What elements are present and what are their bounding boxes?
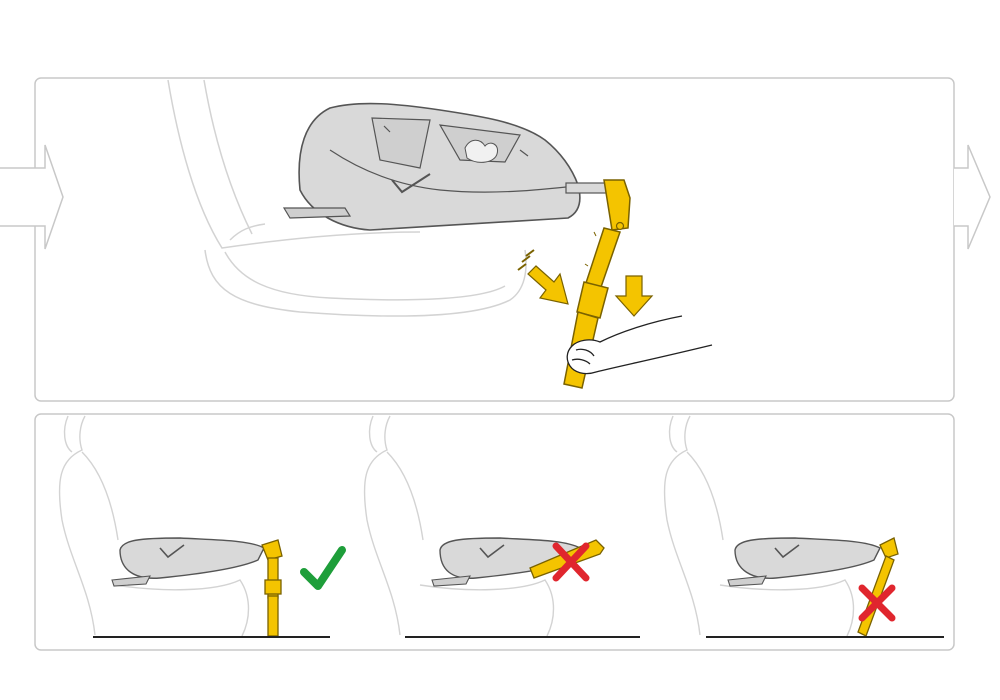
leg-pivot xyxy=(617,223,624,230)
flow-arrow-in-icon xyxy=(0,145,63,249)
check-mark-icon xyxy=(304,550,342,586)
outcome-incorrect-leg-angled xyxy=(664,416,944,637)
isofix-base xyxy=(284,104,610,230)
isofix-base xyxy=(120,538,264,578)
outcomes-panel-frame xyxy=(35,414,954,650)
isofix-base xyxy=(735,538,880,578)
step-panel-main xyxy=(0,78,990,401)
support-leg xyxy=(262,540,282,636)
flow-arrow-out-icon xyxy=(954,145,990,249)
isofix-connector xyxy=(284,208,350,218)
down-arrow-icon xyxy=(616,276,652,316)
outcome-correct xyxy=(59,416,342,637)
outcome-incorrect-leg-raised xyxy=(364,416,640,637)
vehicle-seat xyxy=(59,416,248,636)
base-bar xyxy=(566,183,610,193)
vehicle-seat xyxy=(664,416,853,636)
vehicle-seat xyxy=(364,416,553,636)
